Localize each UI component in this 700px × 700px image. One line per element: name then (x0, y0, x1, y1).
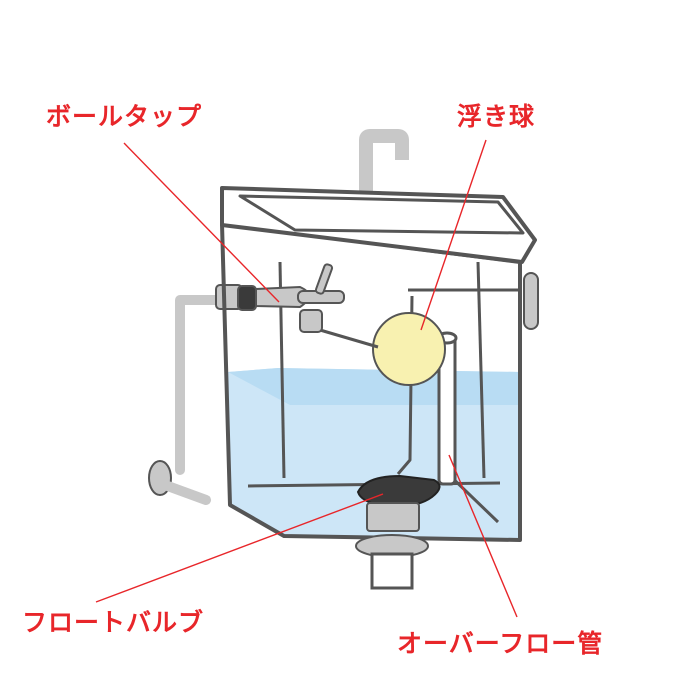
flush-valve-seat (366, 502, 420, 532)
leader-overflow-pipe (448, 454, 518, 618)
leader-flapper-valve (95, 493, 384, 603)
tank-lid-inner (238, 194, 525, 235)
tank-handle (523, 272, 539, 330)
drain-pipe (370, 552, 414, 590)
ball-tap-nut (237, 285, 257, 311)
tank-back-right-edge (476, 261, 486, 479)
ball-tap-outlet (299, 309, 323, 333)
lid-faucet (359, 129, 409, 214)
leader-float-ball (420, 139, 487, 331)
label-flapper-valve: フロートバルブ (22, 608, 205, 637)
leader-ball-tap (123, 142, 280, 303)
supply-pipe-left (175, 295, 222, 475)
float-arm (319, 328, 379, 349)
label-ball-tap: ボールタップ (46, 102, 203, 131)
label-float-ball: 浮き球 (457, 102, 536, 131)
float-ball (372, 312, 446, 386)
label-overflow-pipe: オーバーフロー管 (397, 629, 604, 658)
supply-pipe-lower (160, 480, 211, 505)
ball-tap-stem (314, 263, 334, 295)
